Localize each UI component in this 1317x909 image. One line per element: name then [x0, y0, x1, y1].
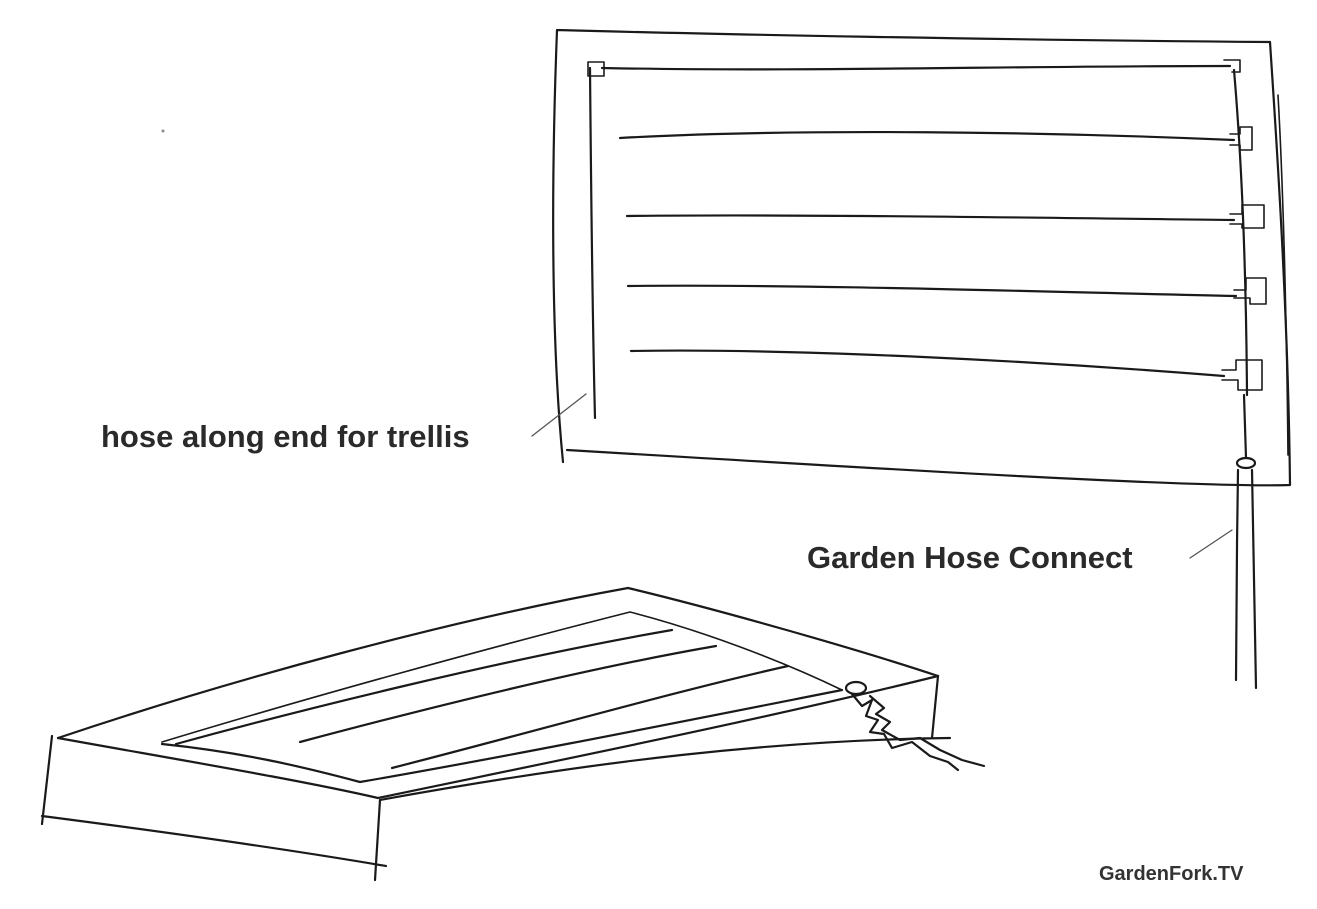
paper-speck [161, 129, 165, 133]
hose-line-2 [618, 130, 1236, 142]
bed-frame-inner-edge [1277, 94, 1289, 456]
tee-fitting-2 [1229, 204, 1265, 229]
leader-line-hose-connect [1189, 529, 1233, 559]
bed-hose-connector [844, 680, 868, 696]
bed-top-outline [56, 586, 940, 740]
bed-front-corner [373, 798, 382, 882]
garden-hose-connect-label: Garden Hose Connect [807, 540, 1133, 575]
trellis-bed-top-view [552, 28, 1292, 690]
tee-fitting-1 [1229, 126, 1253, 151]
garden-hose [1234, 468, 1258, 690]
bed-left-face [40, 734, 388, 868]
trellis-hose-label: hose along end for trellis [101, 419, 470, 454]
trellis-end-hose [588, 66, 597, 420]
bed-right-face [378, 674, 952, 802]
bed-frame-outline [552, 28, 1292, 487]
bed-front-top-edge [56, 674, 940, 800]
tee-fitting-4 [1221, 359, 1263, 391]
tee-fitting-3 [1233, 277, 1267, 305]
soaker-hose-loop [160, 688, 844, 784]
soaker-hose-row-1 [174, 628, 674, 746]
corner-fitting-right [1223, 59, 1241, 73]
soaker-hose-row-3 [390, 664, 790, 770]
soaker-hose-row-2 [298, 644, 718, 744]
bed-supply-hose [850, 692, 986, 772]
bed-inner-rim [161, 611, 843, 743]
hose-line-top [600, 64, 1232, 71]
hose-line-3 [625, 214, 1236, 222]
hose-line-5 [629, 349, 1226, 378]
hose-line-4 [626, 284, 1238, 298]
raised-bed-perspective [40, 586, 986, 882]
leader-line-trellis [531, 393, 587, 437]
gardenfork-credit: GardenFork.TV [1099, 863, 1244, 885]
hose-connector-fitting [1235, 456, 1257, 470]
